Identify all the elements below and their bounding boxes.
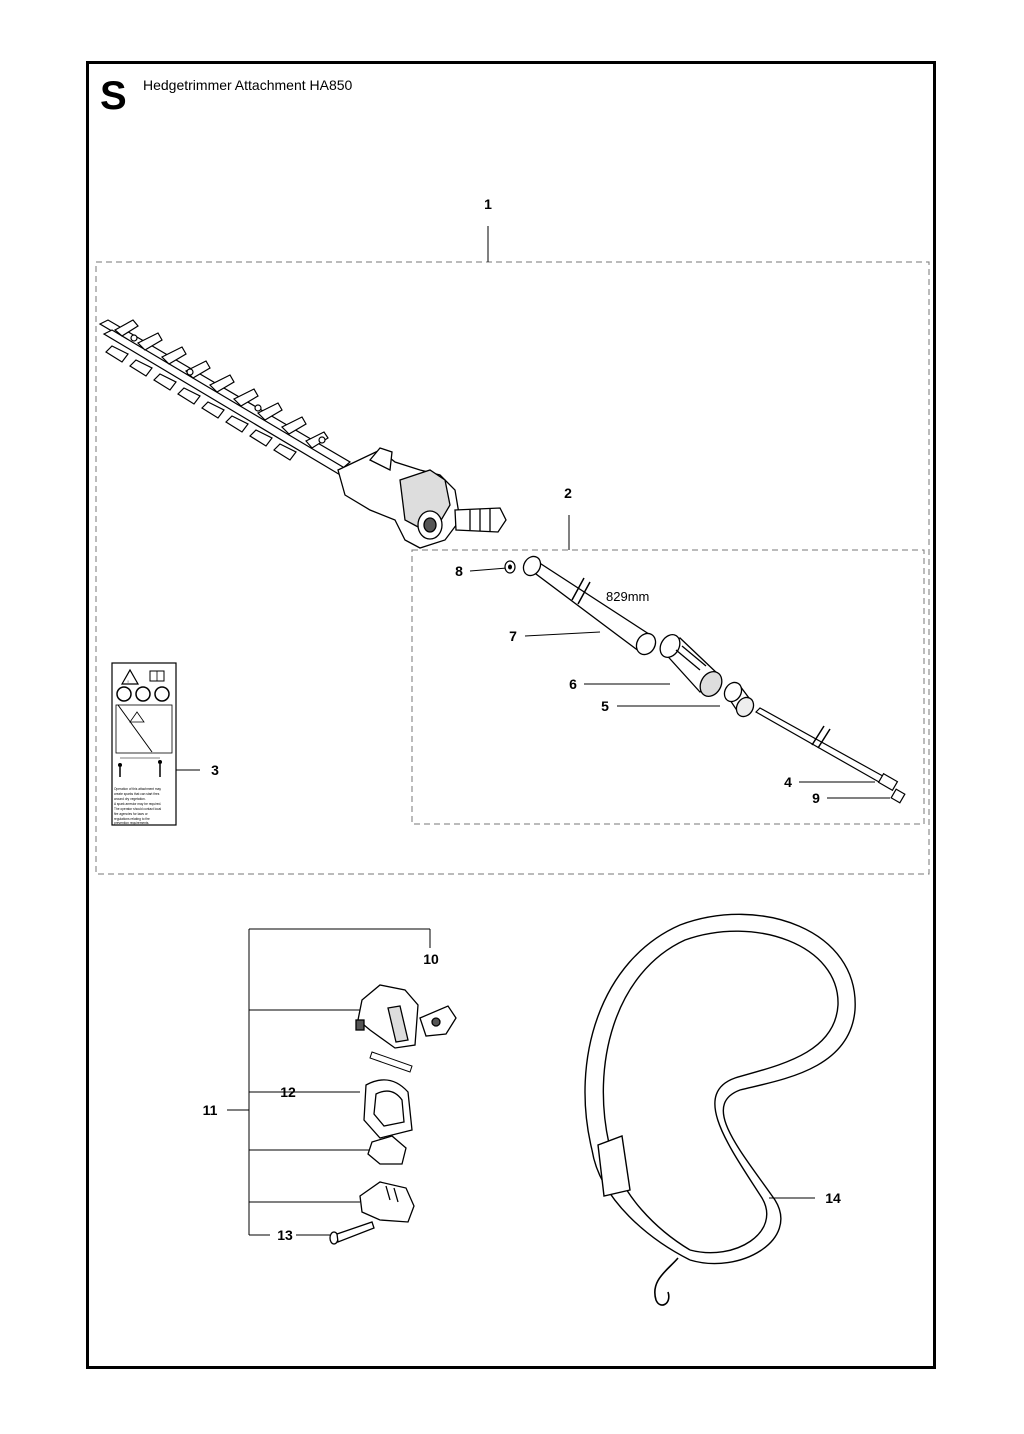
nut-part-9	[890, 788, 906, 804]
svg-text:The operator should contact lo: The operator should contact local	[114, 807, 161, 811]
page-frame	[86, 61, 936, 1369]
clip-part	[367, 1135, 407, 1165]
spacer-plate	[369, 1051, 413, 1073]
callout-10: 10	[423, 951, 439, 967]
callout-11: 11	[203, 1102, 218, 1118]
clamp-upper-part	[355, 984, 419, 1049]
callout-5: 5	[601, 698, 609, 714]
bushing-part-5	[723, 681, 755, 718]
callout-2: 2	[564, 485, 572, 501]
page-title: Hedgetrimmer Attachment HA850	[143, 77, 353, 93]
shaft-group-box	[411, 549, 925, 825]
harness-strap-part-14	[584, 913, 856, 1306]
svg-text:A spark arrestor may be requir: A spark arrestor may be required.	[114, 802, 161, 806]
callout-9: 9	[812, 790, 820, 806]
callout-13: 13	[277, 1227, 293, 1243]
callout-3: 3	[211, 762, 219, 778]
svg-text:regulations relating to fire: regulations relating to fire	[114, 817, 150, 821]
svg-text:prevention requirements.: prevention requirements.	[114, 821, 149, 825]
decal-warning-text: Operation of this attachment may create …	[114, 787, 161, 825]
svg-text:create sparks that can start f: create sparks that can start fires	[114, 792, 160, 796]
callout-7: 7	[509, 628, 517, 644]
callout-numbers: 1 2 3 4 5 6 7 8 9 10 11 12 13 14	[203, 196, 841, 1243]
svg-text:Operation of this attachment m: Operation of this attachment may	[114, 787, 161, 791]
shaft-length-dimension: 829mm	[606, 589, 649, 604]
section-letter: S	[100, 74, 127, 118]
sleeve-part-6	[659, 634, 723, 697]
callout-4: 4	[784, 774, 792, 790]
assembly-group-box	[95, 261, 930, 875]
hedgetrimmer-blade	[98, 319, 352, 477]
callout-1: 1	[484, 196, 492, 212]
shaft-tube-part-7	[522, 555, 657, 656]
svg-text:around dry vegetation.: around dry vegetation.	[114, 797, 146, 801]
drive-shaft-part-4	[755, 707, 899, 792]
svg-text:!: !	[127, 680, 128, 684]
callout-8: 8	[455, 563, 463, 579]
callout-14: 14	[825, 1190, 841, 1206]
warning-decal-part-3: ! Operation of this attachment may creat…	[111, 662, 177, 826]
svg-text:fire agencies for laws or: fire agencies for laws or	[114, 812, 149, 816]
ring-part-12	[363, 1079, 413, 1139]
screw-part-13	[329, 1221, 375, 1245]
callout-12: 12	[280, 1084, 296, 1100]
callout-6: 6	[569, 676, 577, 692]
clamp-lower-part	[359, 1181, 415, 1223]
knob-part-10	[419, 1005, 457, 1037]
gearbox-housing	[337, 447, 507, 549]
